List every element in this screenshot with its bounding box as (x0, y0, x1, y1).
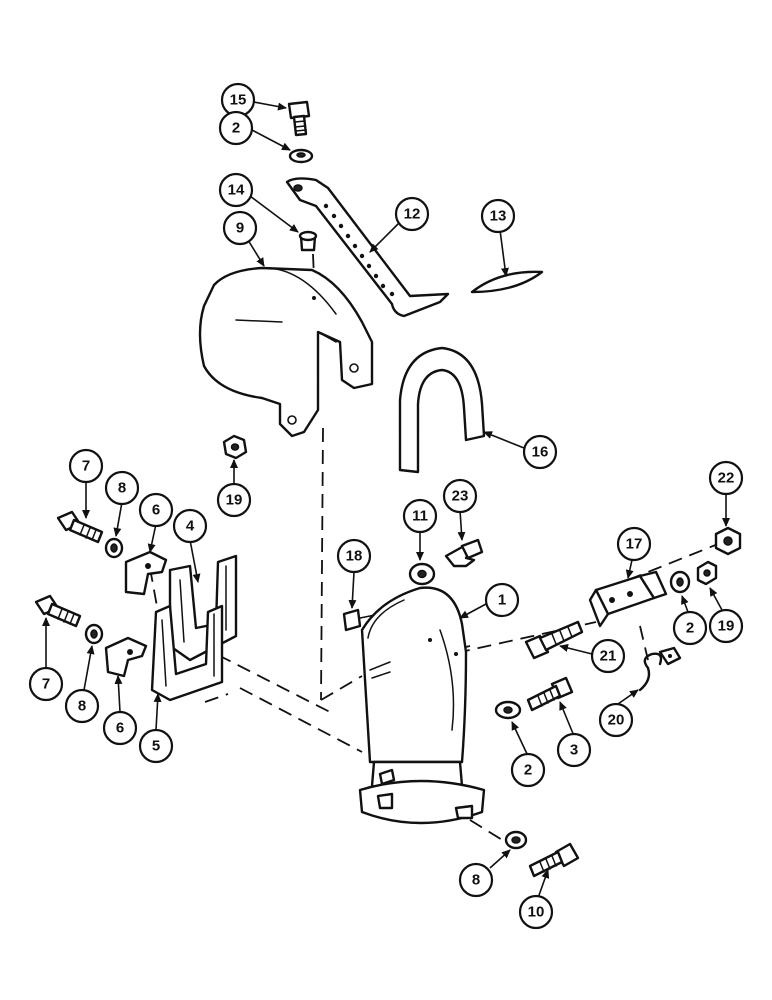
part-6-clip-lower (104, 636, 148, 678)
callout-2-lower: 2 (510, 752, 546, 788)
callout-13: 13 (480, 198, 516, 234)
svg-text:7: 7 (82, 458, 90, 475)
part-21-bolt (524, 620, 584, 660)
callout-15: 15 (220, 82, 256, 118)
callout-2-top: 2 (218, 110, 254, 146)
callout-3: 3 (556, 732, 592, 768)
svg-text:18: 18 (346, 548, 363, 565)
svg-text:7: 7 (42, 676, 50, 693)
part-20-spring (638, 646, 682, 692)
svg-text:10: 10 (528, 904, 545, 921)
part-15-bolt (287, 100, 311, 137)
part-14-bushing (298, 230, 318, 252)
svg-text:8: 8 (78, 698, 86, 715)
svg-text:8: 8 (472, 872, 480, 889)
callout-6-lower: 6 (102, 710, 138, 746)
svg-text:15: 15 (230, 92, 247, 109)
svg-text:2: 2 (524, 762, 532, 779)
svg-text:16: 16 (532, 444, 549, 461)
callout-21: 21 (590, 638, 626, 674)
part-19-nut-left (222, 434, 248, 460)
callout-7-lower: 7 (28, 666, 64, 702)
svg-text:8: 8 (118, 480, 126, 497)
part-17-bracket (588, 570, 668, 628)
svg-text:1: 1 (498, 592, 506, 609)
svg-text:2: 2 (232, 120, 240, 137)
part-16-u-clamp (398, 346, 486, 474)
part-6-clip-upper (124, 550, 168, 596)
part-3-bolt (526, 676, 574, 712)
part-9-hood (198, 266, 374, 438)
part-4-gasket-strip (168, 554, 238, 662)
part-8-washer-bottom (504, 830, 528, 850)
callout-12: 12 (394, 196, 430, 232)
svg-text:23: 23 (452, 488, 469, 505)
svg-text:3: 3 (570, 742, 578, 759)
svg-text:19: 19 (718, 618, 735, 635)
callout-19-right: 19 (708, 608, 744, 644)
svg-text:22: 22 (718, 470, 735, 487)
svg-text:5: 5 (152, 738, 160, 755)
part-18-screw (342, 608, 381, 632)
assembly-dashed-lines (149, 231, 719, 847)
part-8-washer-upper (104, 537, 124, 559)
part-23-screw (444, 538, 484, 568)
callout-14: 14 (218, 172, 254, 208)
part-11-washer (408, 562, 436, 586)
part-2-washer-right (669, 570, 691, 594)
part-7-bolt-lower (34, 594, 82, 628)
svg-text:21: 21 (600, 648, 617, 665)
part-7-bolt-upper (56, 510, 104, 544)
svg-text:6: 6 (116, 720, 124, 737)
callout-9: 9 (222, 210, 258, 246)
callout-23: 23 (442, 478, 478, 514)
leader-lines (42, 101, 730, 899)
callout-8-upper: 8 (104, 470, 140, 506)
svg-text:9: 9 (236, 220, 244, 237)
svg-text:4: 4 (186, 518, 195, 535)
svg-text:2: 2 (686, 620, 694, 637)
part-12-strap (285, 177, 450, 318)
callout-18: 18 (336, 538, 372, 574)
part-2-washer-top (288, 148, 314, 164)
callout-10: 10 (518, 894, 554, 930)
callout-20: 20 (598, 702, 634, 738)
callout-17: 17 (616, 526, 652, 562)
callout-11: 11 (402, 498, 438, 534)
callout-1: 1 (484, 582, 520, 618)
part-1-elbow (358, 586, 486, 825)
svg-text:14: 14 (228, 182, 245, 199)
part-8-washer-lower (84, 623, 104, 645)
callout-2-right: 2 (672, 610, 708, 646)
svg-text:17: 17 (626, 536, 643, 553)
callout-5: 5 (138, 728, 174, 764)
callout-8-lower: 8 (64, 688, 100, 724)
svg-text:13: 13 (490, 208, 507, 225)
callout-6-upper: 6 (138, 492, 174, 528)
svg-text:12: 12 (404, 206, 421, 223)
part-22-nut (714, 526, 742, 556)
part-10-bolt (528, 842, 580, 878)
callout-7-upper: 7 (68, 448, 104, 484)
svg-text:19: 19 (226, 492, 243, 509)
svg-text:11: 11 (412, 508, 428, 525)
callout-22: 22 (708, 460, 744, 496)
svg-text:20: 20 (608, 712, 625, 729)
svg-text:6: 6 (152, 502, 160, 519)
callout-8-bottom: 8 (458, 862, 494, 898)
callout-4: 4 (172, 508, 208, 544)
callout-16: 16 (522, 434, 558, 470)
callout-19-left: 19 (216, 482, 252, 518)
part-13-gasket (470, 270, 544, 294)
part-19-nut-right (696, 560, 718, 586)
part-2-washer-lower (494, 700, 522, 720)
